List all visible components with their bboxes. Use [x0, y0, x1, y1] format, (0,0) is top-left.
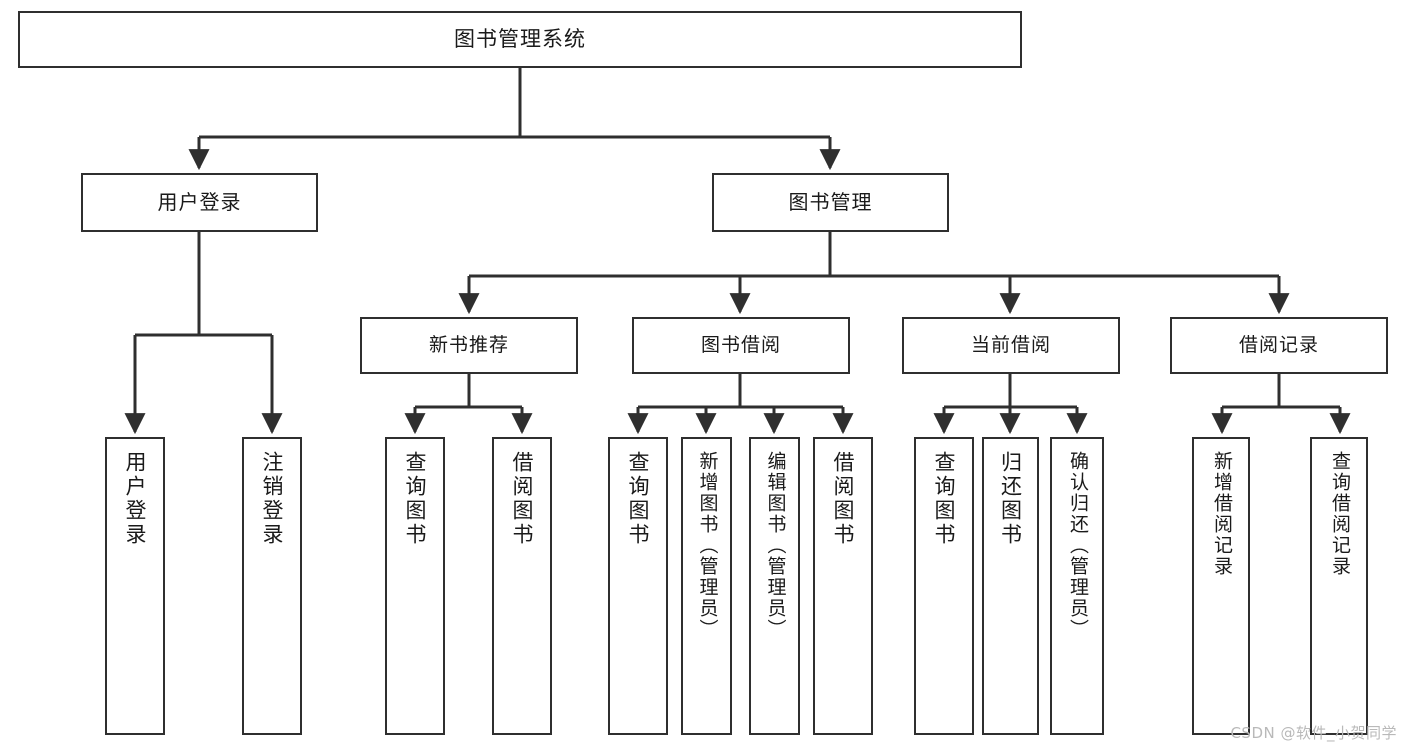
leaf-return-book[interactable]: 归还图书	[982, 437, 1039, 735]
leaf-confirm-return-admin-label: 确认归还（管理员）	[1066, 451, 1089, 640]
leaf-confirm-return-admin[interactable]: 确认归还（管理员）	[1050, 437, 1104, 735]
leaf-add-borrow-record-label: 新增借阅记录	[1210, 451, 1233, 577]
leaf-borrow-book[interactable]: 借阅图书	[813, 437, 873, 735]
node-current-borrow[interactable]: 当前借阅	[902, 317, 1120, 374]
leaf-new-book-query[interactable]: 查询图书	[385, 437, 445, 735]
leaf-query-borrow-record[interactable]: 查询借阅记录	[1310, 437, 1368, 735]
node-book-management[interactable]: 图书管理	[712, 173, 949, 232]
node-user-login-label: 用户登录	[157, 189, 242, 214]
leaf-user-logout-label: 注销登录	[260, 451, 285, 547]
node-book-borrow-label: 图书借阅	[700, 334, 781, 357]
leaf-new-book-borrow[interactable]: 借阅图书	[492, 437, 552, 735]
leaf-add-book-admin-label: 新增图书（管理员）	[696, 451, 719, 640]
node-borrow-record[interactable]: 借阅记录	[1170, 317, 1388, 374]
leaf-borrow-book-label: 借阅图书	[831, 451, 856, 547]
leaf-user-login[interactable]: 用户登录	[105, 437, 165, 735]
node-new-book-recommend[interactable]: 新书推荐	[360, 317, 578, 374]
leaf-edit-book-admin[interactable]: 编辑图书（管理员）	[749, 437, 800, 735]
leaf-edit-book-admin-label: 编辑图书（管理员）	[764, 451, 787, 640]
node-user-login[interactable]: 用户登录	[81, 173, 318, 232]
leaf-return-book-label: 归还图书	[998, 451, 1023, 547]
node-root-system[interactable]: 图书管理系统	[18, 11, 1022, 68]
node-root-system-label: 图书管理系统	[454, 27, 586, 52]
leaf-add-borrow-record[interactable]: 新增借阅记录	[1192, 437, 1250, 735]
node-new-book-recommend-label: 新书推荐	[428, 334, 509, 357]
leaf-new-book-query-label: 查询图书	[403, 451, 428, 547]
leaf-add-book-admin[interactable]: 新增图书（管理员）	[681, 437, 732, 735]
leaf-user-logout[interactable]: 注销登录	[242, 437, 302, 735]
leaf-borrow-query-book-label: 查询图书	[626, 451, 651, 547]
leaf-borrow-query-book[interactable]: 查询图书	[608, 437, 668, 735]
leaf-new-book-borrow-label: 借阅图书	[510, 451, 535, 547]
leaf-user-login-label: 用户登录	[123, 451, 148, 547]
leaf-current-query-book[interactable]: 查询图书	[914, 437, 974, 735]
csdn-watermark: CSDN @软件_小贺同学	[1230, 724, 1397, 742]
node-borrow-record-label: 借阅记录	[1238, 334, 1319, 357]
node-book-borrow[interactable]: 图书借阅	[632, 317, 850, 374]
node-book-management-label: 图书管理	[788, 189, 873, 214]
leaf-current-query-book-label: 查询图书	[932, 451, 957, 547]
leaf-query-borrow-record-label: 查询借阅记录	[1328, 451, 1351, 577]
node-current-borrow-label: 当前借阅	[970, 334, 1051, 357]
